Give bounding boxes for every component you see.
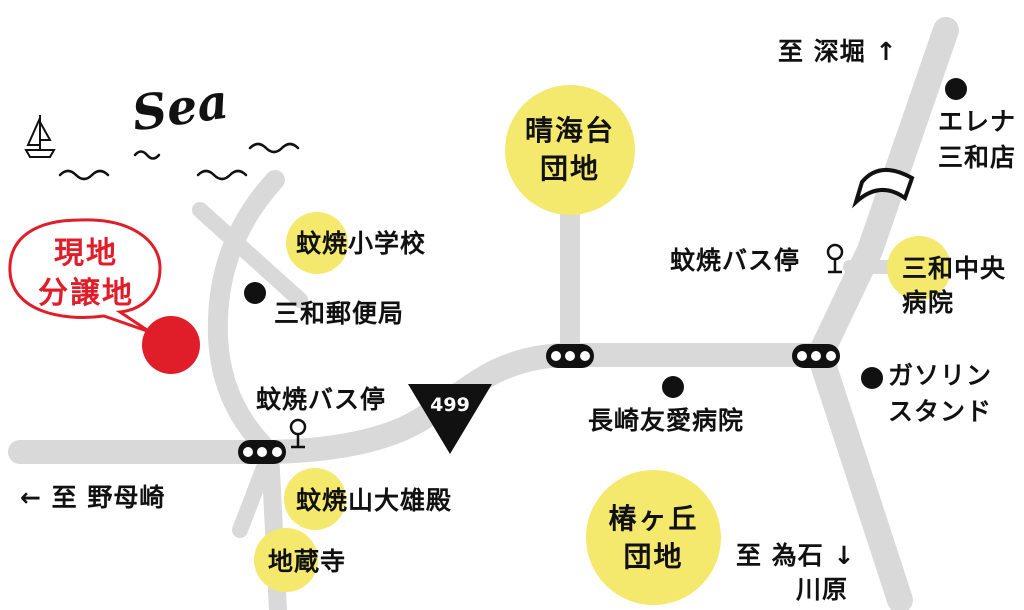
shrine-label: 蚊焼山大雄殿 [296, 486, 453, 515]
wave-icons [58, 142, 300, 181]
sailboat-icon [24, 115, 56, 158]
site-label-bubble [8, 218, 162, 334]
direction-fukahori: 至 深堀 ↑ [778, 36, 897, 68]
direction-nomozaki: ← 至 野母崎 [20, 482, 165, 514]
elementary-school-label: 蚊焼小学校 [296, 229, 427, 258]
yuai-hospital-dot [662, 376, 684, 398]
elena-store-dot [945, 78, 967, 100]
direction-tameshi-arrow: ↓ [833, 541, 856, 570]
seikaidai-label: 晴海台 団地 [524, 114, 615, 185]
site-label: 現地 分譲地 [38, 236, 134, 311]
jizo-temple-highlight [254, 528, 318, 592]
main-road-west [8, 343, 832, 464]
hospital-highlight [887, 236, 951, 300]
bus-stop-west-icon [289, 418, 307, 449]
direction-fukahori-text: 至 深堀 [778, 37, 866, 66]
yuai-hospital-label: 長崎友愛病院 [588, 406, 745, 435]
traffic-signal-west [238, 440, 286, 464]
post-office-label: 三和郵便局 [274, 299, 405, 328]
jizo-temple-label: 地蔵寺 [268, 547, 347, 576]
direction-tameshi-text: 至 為石 [736, 541, 824, 570]
direction-tameshi: 至 為石 ↓ [736, 540, 855, 572]
main-road-highway [807, 17, 959, 610]
direction-fukahori-arrow: ↑ [875, 37, 898, 66]
elena-store-label: エレナ 三和店 [938, 107, 1017, 172]
shrine-highlight [284, 468, 346, 530]
seikaidai-marker [505, 85, 635, 215]
site-marker [142, 316, 200, 374]
traffic-signal-center [546, 344, 594, 368]
direction-nomozaki-arrow: ← [20, 483, 42, 512]
bus-stop-east-label: 蚊焼バス停 [670, 246, 801, 275]
direction-kawahara: 川原 [796, 575, 849, 604]
direction-nomozaki-text: 至 野母崎 [51, 483, 166, 512]
bus-stop-east-icon [826, 243, 844, 274]
highway-break-icon [851, 168, 915, 209]
school-highlight [286, 212, 348, 274]
gas-station-dot [861, 367, 883, 389]
road-school-cross [192, 202, 308, 308]
shouwa-hospital-label: 三和中央 病院 [902, 254, 1007, 317]
tsubakigaoka-label: 椿ヶ丘 団地 [608, 501, 699, 573]
bus-stop-west-label: 蚊焼バス停 [256, 385, 387, 414]
tsubakigaoka-marker [586, 470, 721, 605]
post-office-dot [244, 282, 266, 304]
road-north-west [207, 170, 285, 462]
traffic-signal-east [792, 344, 840, 368]
gas-station-label: ガソリン スタンド [888, 361, 993, 426]
